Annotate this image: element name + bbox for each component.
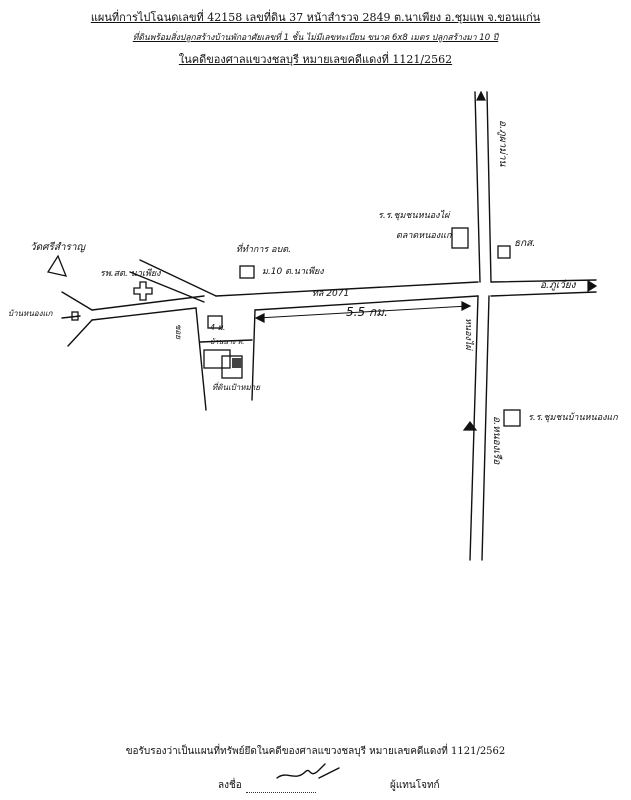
- main-road-top-edge: [215, 281, 479, 297]
- church-triangle: [46, 254, 68, 277]
- label-church: วัดศรีสำราญ: [30, 241, 87, 253]
- label-south-road: อ.หนองเรือ: [491, 416, 503, 465]
- label-target-plot: ที่ดินเป้าหมาย: [212, 381, 261, 392]
- west-road-bottom-edge: [91, 307, 197, 321]
- label-south-building: ร.ร.ชุมชนบ้านหนองแก: [528, 412, 618, 423]
- label-north-road: อ.ภูผาม่าน: [497, 120, 508, 167]
- market-building: [451, 227, 469, 249]
- west-fork-1: [61, 291, 93, 347]
- handwritten-signature: [276, 763, 340, 779]
- label-hospital: รพ.สต. นาเพียง: [100, 268, 161, 279]
- label-width: 4 ม.: [210, 323, 225, 332]
- label-east-road: อ.ภูเวียง: [540, 279, 577, 291]
- label-south-road-left: หนองไผ่: [463, 318, 475, 352]
- target-plot-hatch: [232, 358, 242, 368]
- east-road-bottom-edge: [490, 291, 597, 297]
- label-bank: ธกส.: [514, 238, 535, 249]
- soi-left-edge: [195, 307, 207, 411]
- sign-label: ลงชื่อ: [218, 780, 242, 791]
- signature-dotted-line: [245, 781, 316, 793]
- label-road-number: ทล 2071: [312, 289, 349, 299]
- north-south-road-right-edge: [481, 91, 492, 561]
- east-arrow: [587, 279, 598, 293]
- signer-role: ผู้แทนโจทก์: [390, 780, 440, 791]
- soi-house-1: [203, 349, 231, 369]
- south-building: [503, 409, 521, 427]
- south-arrow: [462, 421, 478, 431]
- label-office: ที่ทำการ อบต.: [236, 242, 291, 255]
- case-reference: ในคดีของศาลแขวงชลบุรี หมายเลขคดีแดงที่ 1…: [178, 53, 453, 66]
- label-soi: ซอย: [174, 324, 183, 340]
- soi-right-edge: [251, 309, 256, 401]
- main-road-bottom-edge: [254, 295, 479, 311]
- east-road-top-edge: [490, 279, 597, 283]
- neighbor-house: [207, 315, 223, 329]
- signature-line: ลงชื่อ: [218, 778, 320, 793]
- label-wat: ร.ร.ชุมชนหนองไผ่: [378, 209, 451, 221]
- certification-statement: ขอรับรองว่าเป็นแผนที่ทรัพย์ยึดในคดีของศา…: [125, 746, 506, 757]
- bank-building: [497, 245, 511, 259]
- label-neighbor: บ้านนาง ท.: [210, 338, 244, 346]
- branch-road-edge-2: [129, 271, 205, 303]
- north-arrow: [476, 90, 486, 101]
- hospital-cross: [133, 281, 153, 301]
- map-title: แผนที่การไปโฉนดเลขที่ 42158 เลขที่ดิน 37…: [90, 11, 541, 24]
- west-fork-2: [61, 315, 81, 319]
- property-description: ที่ดินพร้อมสิ่งปลูกสร้างบ้านพักอาศัยเลขท…: [132, 33, 499, 43]
- west-road-marker: [71, 311, 79, 321]
- label-moo: ม.10 ต.นาเพียง: [262, 266, 324, 277]
- west-road-top-edge: [91, 295, 205, 311]
- office-building: [239, 265, 255, 279]
- label-west-road: บ้านหนองแก: [8, 309, 54, 318]
- label-market: ตลาดหนองแก: [396, 231, 452, 241]
- branch-road-edge-1: [139, 259, 217, 297]
- soi-cross: [199, 339, 253, 343]
- label-distance: 5.5 กม.: [346, 305, 388, 319]
